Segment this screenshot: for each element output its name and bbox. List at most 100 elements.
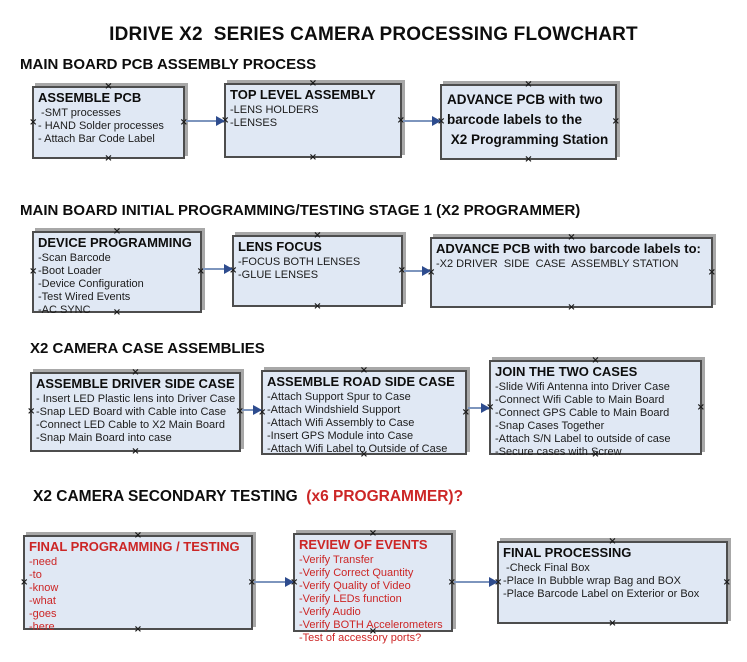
box-item: -Snap LED Board with Cable into Case <box>36 406 227 418</box>
flow-arrow <box>468 402 490 414</box>
box-assemble-road-side-case: ASSEMBLE ROAD SIDE CASE -Attach Support … <box>258 366 470 460</box>
box-item: -LENS HOLDERS <box>230 104 319 116</box>
section-heading-secondary-testing: X2 CAMERA SECONDARY TESTING (x6 PROGRAMM… <box>33 488 463 506</box>
arrow-shaft <box>404 270 424 272</box>
box-title: ASSEMBLE ROAD SIDE CASE <box>267 374 455 389</box>
flow-arrow <box>404 265 431 277</box>
box-items: -Check Final Box-Place In Bubble wrap Ba… <box>499 562 726 601</box>
arrow-shaft <box>203 268 226 270</box>
flow-arrow <box>254 576 294 588</box>
box-item: -Attach Support Spur to Case <box>267 391 411 403</box>
box-assemble-driver-side-case: ASSEMBLE DRIVER SIDE CASE - Insert LED P… <box>27 368 244 457</box>
box-item: ADVANCE PCB with two <box>447 92 603 107</box>
box-item: -LENSES <box>230 117 278 129</box>
box-items: -LENS HOLDERS-LENSES <box>226 104 400 130</box>
box-item: -know <box>29 582 59 594</box>
arrow-shaft <box>242 409 255 411</box>
box-item: -to <box>29 569 42 581</box>
arrow-shaft <box>186 120 218 122</box>
arrow-shaft <box>254 581 287 583</box>
connector-handle-icon: × <box>313 301 322 312</box>
flow-arrow <box>454 576 498 588</box>
box-item: -Attach Wifi Assembly to Case <box>267 417 415 429</box>
box-item: - Insert LED Plastic lens into Driver Ca… <box>36 393 236 405</box>
box-title: ASSEMBLE PCB <box>38 90 142 105</box>
arrow-head-icon <box>285 577 294 587</box>
section-heading-red-part: (x6 PROGRAMMER)? <box>302 488 464 505</box>
box-item: - HAND Solder processes <box>38 120 164 132</box>
box-items: -Attach Support Spur to Case-Attach Wind… <box>263 391 465 456</box>
box-title: REVIEW OF EVENTS <box>299 537 428 552</box>
connector-handle-icon: × <box>131 446 140 457</box>
box-review-of-events: REVIEW OF EVENTS -Verify Transfer-Verify… <box>290 529 456 645</box>
box-item: -Verify Correct Quantity <box>299 567 414 579</box>
box-item: -Test Wired Events <box>38 291 131 303</box>
box-item: -Scan Barcode <box>38 252 111 264</box>
box-item: -Verify Transfer <box>299 554 374 566</box>
box-item: -FOCUS BOTH LENSES <box>238 256 361 268</box>
box-items: - Insert LED Plastic lens into Driver Ca… <box>32 393 239 445</box>
section-heading-pcb-assembly: MAIN BOARD PCB ASSEMBLY PROCESS <box>20 56 317 73</box>
box-title: ASSEMBLE DRIVER SIDE CASE <box>36 376 235 391</box>
page-title: IDRIVE X2 SERIES CAMERA PROCESSING FLOWC… <box>109 24 638 45</box>
box-item: -Verify Audio <box>299 606 361 618</box>
box-item: -Attach S/N Label to outside of case <box>495 433 671 445</box>
box-lens-focus: LENS FOCUS -FOCUS BOTH LENSES-GLUE LENSE… <box>229 231 406 312</box>
box-item: -Verify BOTH Accelerometers <box>299 619 443 631</box>
arrow-shaft <box>468 407 483 409</box>
box-final-processing: FINAL PROCESSING -Check Final Box-Place … <box>494 537 731 629</box>
box-final-programming-testing: FINAL PROGRAMMING / TESTING -need-to-kno… <box>20 531 256 635</box>
box-item: -Secure cases with Screw <box>495 446 622 458</box>
box-item: -Test of accessory ports? <box>299 632 422 644</box>
box-item: -goes <box>29 608 57 620</box>
flow-arrow <box>242 404 262 416</box>
box-device-programming: DEVICE PROGRAMMING -Scan Barcode-Boot Lo… <box>29 227 205 318</box>
box-items: -Verify Transfer-Verify Correct Quantity… <box>295 554 451 645</box>
arrow-head-icon <box>422 266 431 276</box>
box-item: - Attach Bar Code Label <box>38 133 155 145</box>
box-item: -Verify Quality of Video <box>299 580 411 592</box>
box-title: FINAL PROGRAMMING / TESTING <box>29 539 240 554</box>
box-bold-lines: ADVANCE PCB with two barcode labels to th… <box>442 86 615 150</box>
flow-arrow <box>203 263 233 275</box>
arrow-head-icon <box>489 577 498 587</box>
box-title: JOIN THE TWO CASES <box>495 364 638 379</box>
arrow-shaft <box>454 581 491 583</box>
arrow-head-icon <box>432 116 441 126</box>
connector-handle-icon: × <box>524 154 533 165</box>
box-item: -Device Configuration <box>38 278 144 290</box>
box-items: -Scan Barcode-Boot Loader-Device Configu… <box>34 252 200 317</box>
box-title: TOP LEVEL ASSEMBLY <box>230 87 376 102</box>
box-item: -Connect Wifi Cable to Main Board <box>495 394 665 406</box>
arrow-head-icon <box>481 403 490 413</box>
box-item: -Boot Loader <box>38 265 102 277</box>
box-item: X2 Programming Station <box>447 132 609 147</box>
box-advance-to-programming-station: ADVANCE PCB with two barcode labels to th… <box>437 80 620 165</box>
section-heading-initial-programming: MAIN BOARD INITIAL PROGRAMMING/TESTING S… <box>20 202 581 219</box>
box-item: -Slide Wifi Antenna into Driver Case <box>495 381 670 393</box>
box-item: -Attach Windshield Support <box>267 404 401 416</box>
box-item: -Snap Main Board into case <box>36 432 172 444</box>
box-items: -need-to-know-what-goes-here <box>25 556 251 634</box>
box-item: -Snap Cases Together <box>495 420 605 432</box>
box-title: FINAL PROCESSING <box>503 545 632 560</box>
box-item: -Place In Bubble wrap Bag and BOX <box>503 575 681 587</box>
box-items: -Slide Wifi Antenna into Driver Case-Con… <box>491 381 700 459</box>
box-title: LENS FOCUS <box>238 239 322 254</box>
box-item: -here <box>29 621 55 633</box>
box-item: -AC SYNC <box>38 304 91 316</box>
arrow-shaft <box>403 120 434 122</box>
box-items: -SMT processes- HAND Solder processes- A… <box>34 107 183 146</box>
connector-handle-icon: × <box>608 618 617 629</box>
connector-handle-icon: × <box>567 302 576 313</box>
flow-arrow <box>186 115 225 127</box>
arrow-head-icon <box>224 264 233 274</box>
box-item: -Place Barcode Label on Exterior or Box <box>503 588 700 600</box>
connector-handle-icon: × <box>308 152 318 163</box>
connector-handle-icon: × <box>104 153 113 164</box>
box-item: -Connect GPS Cable to Main Board <box>495 407 670 419</box>
box-item: barcode labels to the <box>447 112 583 127</box>
flow-arrow <box>403 115 441 127</box>
box-assemble-pcb: ASSEMBLE PCB -SMT processes- HAND Solder… <box>29 82 188 164</box>
